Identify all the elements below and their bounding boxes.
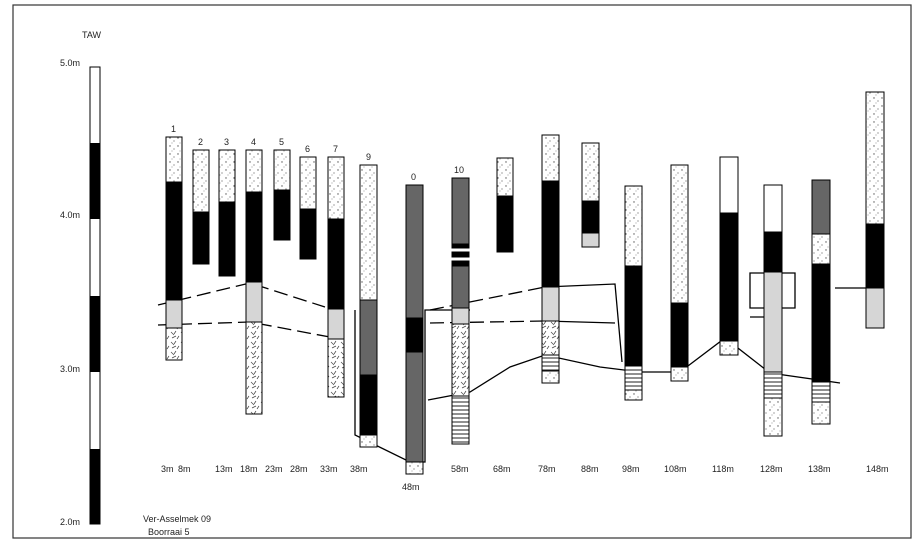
axis-tick-4m: 4.0m <box>60 210 80 220</box>
borehole-number: 9 <box>366 152 371 162</box>
distance-label: 28m <box>290 464 308 474</box>
distance-label: 18m <box>240 464 258 474</box>
borehole-number: 3 <box>224 137 229 147</box>
distance-label: 38m <box>350 464 368 474</box>
borehole-78m <box>541 134 560 384</box>
distance-label: 148m <box>866 464 889 474</box>
borehole-number: 2 <box>198 137 203 147</box>
distance-label: 88m <box>581 464 599 474</box>
distance-label: 33m <box>320 464 338 474</box>
distance-label: 118m <box>712 464 734 474</box>
borehole-138m <box>811 179 831 425</box>
borehole-148m <box>865 91 885 329</box>
borehole-68m <box>496 157 514 253</box>
axis-tick-3m: 3.0m <box>60 364 80 374</box>
caption-line-2: Boorraai 5 <box>148 527 190 537</box>
borehole-2 <box>192 149 210 265</box>
distance-label: 138m <box>808 464 831 474</box>
borehole-number: 5 <box>279 137 284 147</box>
borehole-number: 0 <box>411 172 416 182</box>
borehole-columns <box>165 91 885 475</box>
distance-labels: 3m 8m 13m 18m 23m 28m 33m 38m 48m 58m 68… <box>161 464 889 492</box>
distance-label: 8m <box>178 464 191 474</box>
distance-label: 78m <box>538 464 556 474</box>
axis-tick-2m: 2.0m <box>60 517 80 527</box>
distance-label: 98m <box>622 464 640 474</box>
borehole-98m <box>624 185 643 401</box>
distance-label: 13m <box>215 464 233 474</box>
datum-label: TAW <box>82 30 101 40</box>
borehole-3 <box>218 149 236 277</box>
borehole-4 <box>245 149 263 415</box>
borehole-number: 6 <box>305 144 310 154</box>
distance-label: 23m <box>265 464 283 474</box>
borehole-88m <box>581 142 600 248</box>
borehole-number: 1 <box>171 124 176 134</box>
borehole-number: 7 <box>333 144 338 154</box>
elevation-scale-bar <box>89 66 101 525</box>
figure-frame <box>12 4 912 539</box>
borehole-118m <box>719 156 739 356</box>
borehole-10 <box>451 177 470 445</box>
distance-label: 128m <box>760 464 783 474</box>
borehole-6 <box>299 156 317 260</box>
borehole-9 <box>359 164 378 448</box>
borehole-7 <box>327 156 345 398</box>
axis-tick-5m: 5.0m <box>60 58 80 68</box>
borehole-0 <box>405 184 424 475</box>
borehole-1 <box>165 136 183 361</box>
borehole-number: 4 <box>251 137 256 147</box>
borehole-128m <box>763 184 783 437</box>
borehole-5 <box>273 149 291 241</box>
borehole-numbers: 1 2 3 4 5 6 7 9 0 10 <box>171 124 464 182</box>
distance-label: 58m <box>451 464 469 474</box>
distance-label: 108m <box>664 464 687 474</box>
borehole-number: 10 <box>454 165 464 175</box>
distance-label: 3m <box>161 464 174 474</box>
distance-label: 48m <box>402 482 420 492</box>
borehole-108m <box>670 164 689 382</box>
caption-line-1: Ver-Asselmek 09 <box>143 514 211 524</box>
distance-label: 68m <box>493 464 511 474</box>
